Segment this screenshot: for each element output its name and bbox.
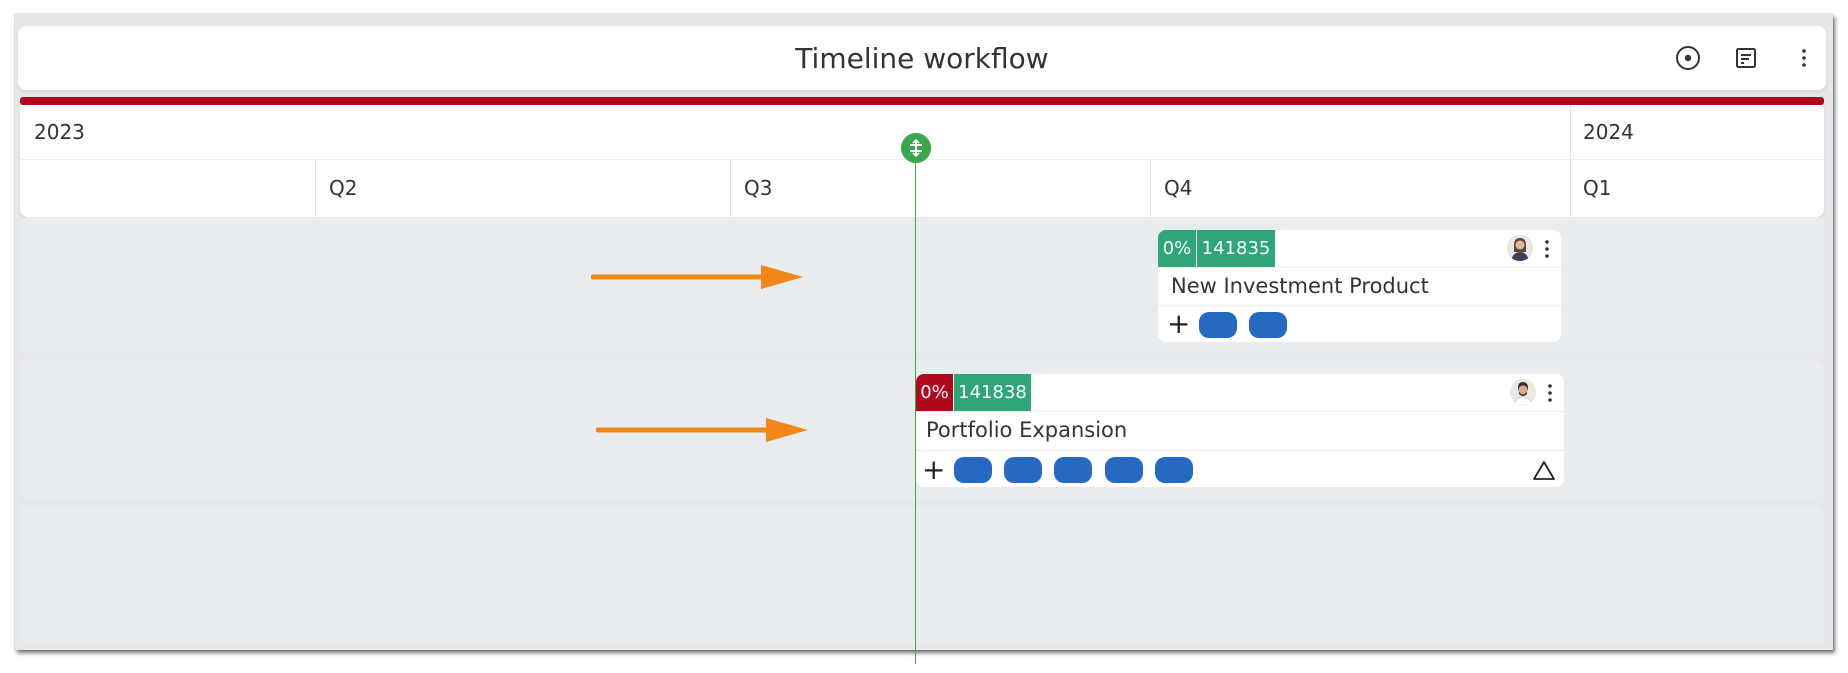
item-id-badge[interactable]: 141838 xyxy=(954,374,1031,411)
tag-pill[interactable] xyxy=(1004,457,1042,483)
card-menu-icon[interactable] xyxy=(1542,237,1552,261)
tag-pill[interactable] xyxy=(954,457,992,483)
timeline-scale: 2023 2024 Q2 Q3 Q4 Q1 xyxy=(20,105,1824,217)
tag-pill[interactable] xyxy=(1155,457,1193,483)
card-divider xyxy=(916,450,1564,451)
quarter-label-q2: Q2 xyxy=(329,176,358,200)
header-bar: Timeline workflow xyxy=(18,26,1826,90)
card-title[interactable]: Portfolio Expansion xyxy=(926,418,1128,442)
card-header: 0% 141835 xyxy=(1158,230,1561,268)
quarter-divider xyxy=(1570,160,1571,217)
target-icon[interactable] xyxy=(1672,42,1704,74)
year-label-2024: 2024 xyxy=(1583,120,1634,144)
progress-badge: 0% xyxy=(1158,230,1196,267)
year-divider xyxy=(1570,105,1571,159)
quarter-divider xyxy=(730,160,731,217)
tag-pill[interactable] xyxy=(1054,457,1092,483)
swimlane-3 xyxy=(20,506,1824,643)
item-id-badge[interactable]: 141835 xyxy=(1197,230,1275,267)
quarter-label-q3: Q3 xyxy=(744,176,773,200)
tag-pill[interactable] xyxy=(1105,457,1143,483)
warning-triangle-icon[interactable] xyxy=(1532,459,1556,481)
today-line xyxy=(915,134,916,664)
quarter-label-q1: Q1 xyxy=(1583,176,1612,200)
page-title: Timeline workflow xyxy=(795,42,1049,75)
add-icon[interactable]: + xyxy=(922,453,946,486)
orange-arrow-icon xyxy=(591,265,803,289)
card-divider xyxy=(1158,305,1561,306)
progress-badge: 0% xyxy=(916,374,953,411)
year-label-2023: 2023 xyxy=(34,120,85,144)
timeline-window: Timeline workflow 202 xyxy=(15,14,1833,664)
tag-pill[interactable] xyxy=(1249,312,1287,338)
today-marker-icon[interactable] xyxy=(901,133,931,163)
card-header: 0% 141838 xyxy=(916,374,1564,412)
quarter-row: Q2 Q3 Q4 Q1 xyxy=(20,160,1824,217)
avatar[interactable] xyxy=(1507,235,1533,261)
card-title[interactable]: New Investment Product xyxy=(1171,274,1429,298)
avatar[interactable] xyxy=(1510,379,1536,405)
quarter-divider xyxy=(315,160,316,217)
timeline-accent-bar xyxy=(20,97,1824,105)
quarter-label-q4: Q4 xyxy=(1164,176,1193,200)
quarter-divider xyxy=(1150,160,1151,217)
timeline-card[interactable]: 0% 141835 New Investment Product + xyxy=(1158,230,1561,342)
orange-arrow-icon xyxy=(596,418,808,442)
report-icon[interactable] xyxy=(1730,42,1762,74)
add-icon[interactable]: + xyxy=(1167,307,1191,340)
more-vertical-icon[interactable] xyxy=(1788,42,1820,74)
tag-pill[interactable] xyxy=(1199,312,1237,338)
card-menu-icon[interactable] xyxy=(1545,381,1555,405)
timeline-card[interactable]: 0% 141838 Portfolio Expansion + xyxy=(916,374,1564,487)
